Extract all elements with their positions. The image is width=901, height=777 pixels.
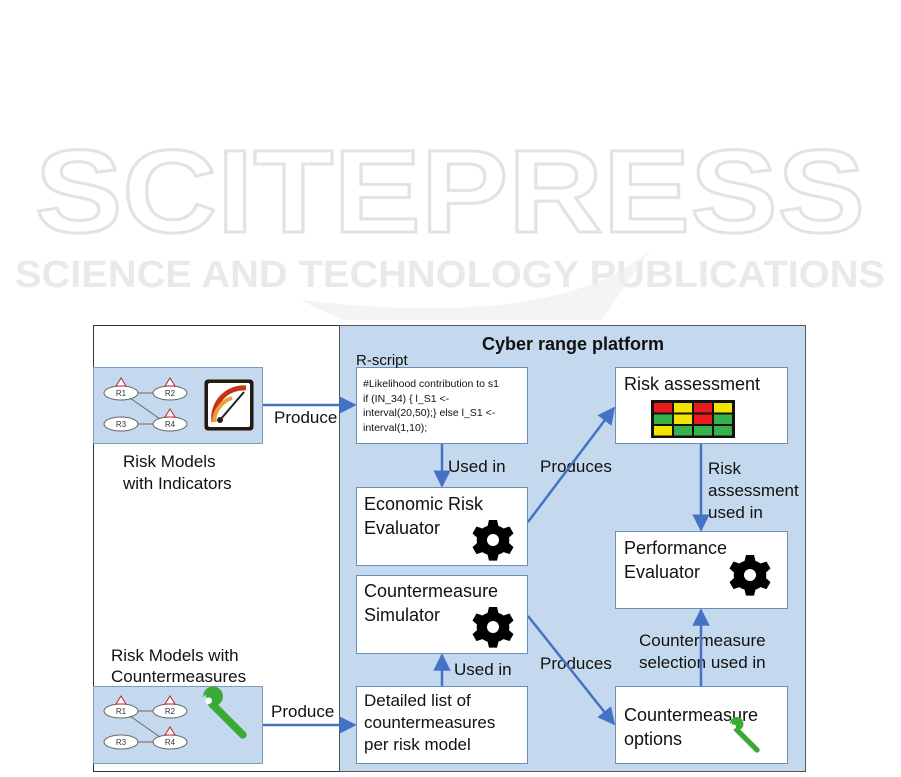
node-r2-label: R2 xyxy=(165,389,176,398)
rscript-box xyxy=(356,367,528,444)
risk-graph-indicators: R1 R2 R3 R4 xyxy=(103,377,188,432)
edge-label-used-in-top: Used in xyxy=(448,457,506,476)
node-r3b-label: R3 xyxy=(116,738,127,747)
node-r3-label: R3 xyxy=(116,420,127,429)
countermeasure-options-label: Countermeasure options xyxy=(624,705,759,749)
gear-icon-performance xyxy=(729,555,771,596)
heatmap-cell xyxy=(714,426,732,436)
watermark-brand: SCITEPRESS xyxy=(35,126,865,258)
detailed-list-label: Detailed list of countermeasures per ris… xyxy=(364,691,496,754)
rscript-label: R-script xyxy=(356,352,408,369)
heatmap-cell xyxy=(694,414,712,424)
detailed-list-box xyxy=(356,686,528,764)
heatmap-cell xyxy=(654,414,672,424)
watermark-swoosh xyxy=(300,250,650,320)
heatmap-cell xyxy=(694,426,712,436)
risk-models-countermeasures-label: Risk Models with Countermeasures xyxy=(111,646,247,686)
node-r2b-label: R2 xyxy=(165,707,176,716)
edge-label-produce-bottom: Produce xyxy=(271,702,335,721)
gear-icon-simulator xyxy=(472,607,514,648)
node-r1-label: R1 xyxy=(116,389,127,398)
risk-assessment-label: Risk assessment xyxy=(624,374,761,394)
node-r4b-label: R4 xyxy=(165,738,176,747)
arrow-produces-bottom xyxy=(527,615,616,726)
economic-risk-evaluator-label: Economic Risk Evaluator xyxy=(364,494,484,538)
countermeasure-simulator-label: Countermeasure Simulator xyxy=(364,581,499,625)
heatmap-cell xyxy=(714,403,732,413)
platform-title: Cyber range platform xyxy=(482,334,665,354)
node-r1b-label: R1 xyxy=(116,707,127,716)
edge-label-produces-bottom: Produces xyxy=(540,654,612,673)
heatmap-cell xyxy=(654,403,672,413)
edge-label-produces-top: Produces xyxy=(540,457,612,476)
risk-graph-countermeasures: R1 R2 R3 R4 xyxy=(103,695,188,750)
watermark: SCITEPRESS SCIENCE AND TECHNOLOGY PUBLIC… xyxy=(15,125,885,320)
wrench-icon-small xyxy=(730,717,757,750)
risk-heatmap-icon xyxy=(651,400,735,438)
heatmap-cell xyxy=(654,426,672,436)
arrow-produces-top xyxy=(527,406,616,523)
node-r4-label: R4 xyxy=(165,420,176,429)
rscript-code: #Likelihood contribution to s1 if (IN_34… xyxy=(363,378,500,434)
heatmap-cell xyxy=(674,403,692,413)
heatmap-cell xyxy=(674,426,692,436)
edge-label-selection-used: Countermeasure selection used in xyxy=(639,631,766,672)
edge-label-risk-assessment-used: Risk assessment used in xyxy=(708,459,799,522)
gauge-icon xyxy=(204,379,254,431)
heatmap-cell xyxy=(674,414,692,424)
edge-label-used-in-bottom: Used in xyxy=(454,660,512,679)
gear-icon-economic xyxy=(472,520,514,561)
risk-models-indicators-label: Risk Models with Indicators xyxy=(123,452,232,493)
heatmap-cell xyxy=(694,403,712,413)
watermark-tagline: SCIENCE AND TECHNOLOGY PUBLICATIONS xyxy=(15,254,885,296)
performance-evaluator-label: Performance Evaluator xyxy=(624,538,728,582)
heatmap-cell xyxy=(714,414,732,424)
edge-label-produce-top: Produce xyxy=(274,408,338,427)
wrench-icon-large xyxy=(203,686,243,734)
